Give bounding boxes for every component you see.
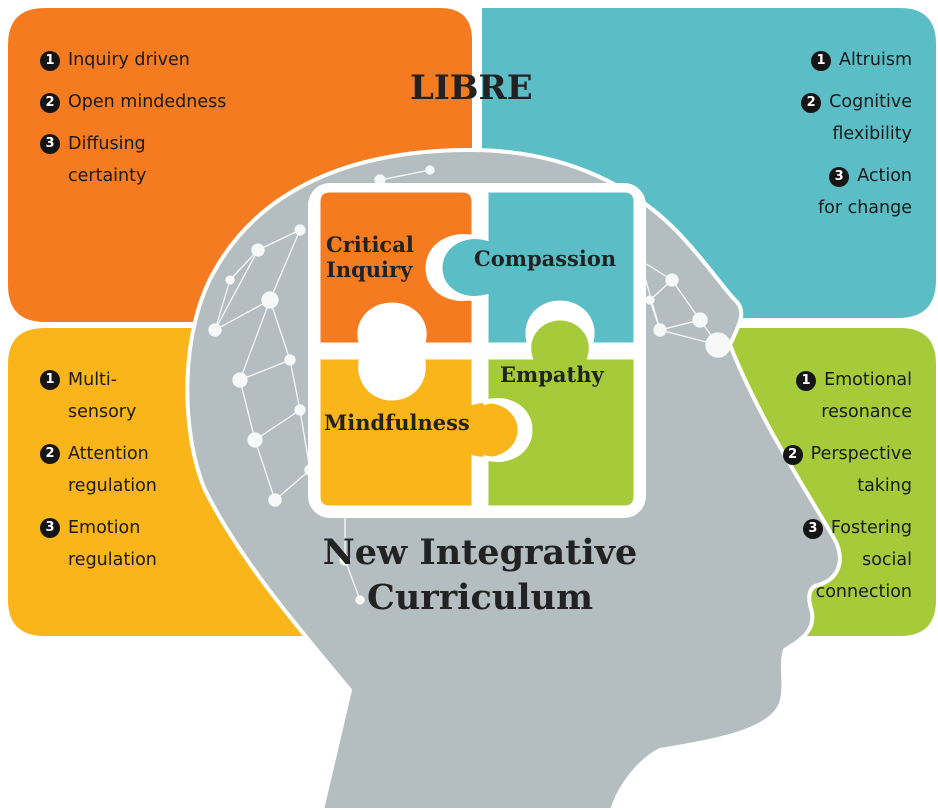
number-badge: 1: [796, 371, 817, 391]
diagram-title: LIBRE: [410, 68, 533, 108]
list-item: 1 Inquiry driven: [40, 44, 300, 76]
list-top-right: 1 Altruism 2 Cognitive flexibility 3 Action…: [700, 44, 912, 224]
list-item: 1 Altruism: [700, 44, 912, 76]
item-text: Open mindedness: [68, 92, 227, 112]
list-item: 1 Multi- sensory: [40, 364, 210, 428]
number-badge: 3: [40, 518, 60, 538]
neural-network: [208, 165, 731, 605]
list-item: 2 Attention regulation: [40, 438, 210, 502]
item-text-line: Fostering: [830, 518, 912, 538]
puzzle-piece-compassion: [437, 187, 639, 348]
item-text-line: for change: [817, 198, 912, 218]
number-badge: 2: [40, 444, 60, 464]
item-text-line: taking: [857, 476, 912, 496]
number-badge: 2: [40, 93, 60, 113]
list-item: 3 Diffusing certainty: [40, 128, 300, 192]
number-badge: 3: [40, 134, 60, 154]
item-text-line: connection: [815, 582, 912, 602]
number-badge: 1: [40, 370, 60, 390]
curriculum-caption-line-1: New Integrative: [322, 532, 638, 573]
list-item: 2 Open mindedness: [40, 86, 300, 118]
label-compassion: Compassion: [474, 246, 617, 271]
puzzle-piece-mindfulness: [315, 354, 523, 511]
list-item: 1 Emotional resonance: [730, 364, 912, 428]
list-item: 2 Perspective taking: [730, 438, 912, 502]
item-text-line: Perspective: [810, 444, 912, 464]
label-critical-inquiry: Critical Inquiry: [326, 232, 414, 282]
item-text-line: Attention: [68, 444, 149, 464]
label-empathy: Empathy: [500, 362, 604, 387]
item-text-line: Emotional: [824, 370, 912, 390]
item-text-line: resonance: [821, 402, 912, 422]
list-bottom-left: 1 Multi- sensory 2 Attention regulation …: [40, 364, 210, 576]
item-text-line: certainty: [68, 166, 147, 186]
number-badge: 2: [782, 445, 803, 465]
item-text-line: Multi-: [68, 370, 118, 390]
item-text-line: regulation: [68, 550, 157, 570]
item-text-line: Diffusing: [68, 134, 146, 154]
item-text-line: Cognitive: [829, 92, 912, 112]
item-text-line: social: [862, 550, 912, 570]
list-top-left: 1 Inquiry driven 2 Open mindedness 3 Diffu…: [40, 44, 300, 192]
item-text-line: sensory: [68, 402, 137, 422]
item-text: Inquiry driven: [68, 50, 190, 70]
list-item: 3 Fostering social connection: [730, 512, 912, 608]
list-item: 2 Cognitive flexibility: [700, 86, 912, 150]
item-text: Altruism: [838, 50, 912, 70]
number-badge: 2: [801, 93, 822, 113]
number-badge: 3: [829, 167, 850, 187]
item-text-line: flexibility: [832, 124, 912, 144]
item-text-line: Emotion: [68, 518, 141, 538]
list-item: 3 Emotion regulation: [40, 512, 210, 576]
label-mindfulness: Mindfulness: [324, 410, 470, 435]
number-badge: 1: [40, 51, 60, 71]
list-bottom-right: 1 Emotional resonance 2 Perspective taking…: [730, 364, 912, 608]
item-text-line: regulation: [68, 476, 157, 496]
puzzle-piece-critical-inquiry: [315, 187, 477, 348]
curriculum-caption-line-2: Curriculum: [366, 577, 593, 618]
item-text-line: Action: [857, 166, 912, 186]
puzzle-piece-empathy: [483, 315, 639, 511]
label-critical-inquiry-line-1: Critical: [326, 232, 414, 257]
label-critical-inquiry-line-2: Inquiry: [326, 257, 413, 282]
curriculum-caption: New Integrative Curriculum: [310, 530, 650, 620]
number-badge: 3: [802, 519, 823, 539]
number-badge: 1: [810, 51, 831, 71]
list-item: 3 Action for change: [700, 160, 912, 224]
